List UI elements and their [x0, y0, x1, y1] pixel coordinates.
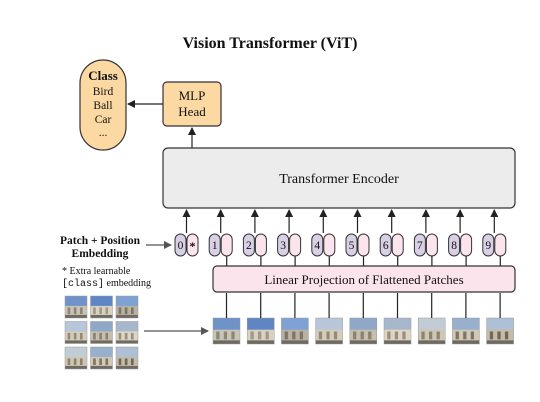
class-token	[186, 233, 199, 257]
position-number-9: 9	[485, 240, 491, 252]
class-output-box: Class Bird Ball Car ...	[79, 59, 127, 151]
patch-embedding-2	[254, 233, 267, 257]
flattened-patch-1	[212, 317, 241, 345]
flattened-patch-4	[315, 317, 343, 345]
position-number-6: 6	[383, 240, 389, 252]
diagram-title: Vision Transformer (ViT)	[183, 35, 358, 52]
footnote-class-code: [class]	[62, 278, 104, 290]
position-number-8: 8	[451, 240, 457, 252]
token-pair-3: 3	[277, 209, 302, 266]
token-pair-9: 9	[482, 209, 507, 266]
position-embedding-5	[345, 233, 358, 257]
patch-embedding-4	[323, 233, 336, 257]
mlp-head-line2: Head	[178, 104, 206, 119]
footnote-line2: [class] embedding	[62, 278, 151, 290]
flattened-patch-9	[486, 317, 514, 345]
class-item-car: Car	[95, 114, 112, 126]
grid-patch-2	[90, 295, 113, 319]
token-pair-1: 1	[208, 209, 233, 266]
class-item-bird: Bird	[93, 86, 114, 98]
token-pair-7: 7	[413, 209, 438, 266]
embedding-caption-line1: Patch + Position	[60, 235, 141, 247]
encoder-label: Transformer Encoder	[279, 172, 399, 187]
flattened-patch-7	[417, 317, 446, 345]
embedding-caption-line2: Embedding	[72, 248, 129, 260]
grid-patch-1	[64, 295, 88, 319]
token-pair-8: 8	[448, 209, 473, 266]
position-number-1: 1	[212, 240, 218, 252]
position-embedding-9	[482, 233, 495, 257]
flattened-patch-5	[349, 317, 378, 345]
position-embedding-0	[174, 233, 187, 257]
grid-patch-8	[90, 346, 113, 370]
class-heading: Class	[88, 68, 118, 83]
flattened-patch-3	[281, 317, 309, 345]
position-embedding-6	[379, 233, 392, 257]
flattened-patch-6	[383, 317, 412, 345]
patch-embedding-6	[391, 233, 404, 257]
grid-patch-6	[115, 321, 139, 344]
flattened-patch-8	[452, 317, 480, 345]
position-number-0: 0	[178, 240, 184, 252]
token-pair-5: 5	[345, 209, 370, 266]
input-image-grid	[64, 295, 139, 370]
mlp-head-box: MLP Head	[162, 81, 222, 127]
grid-patch-7	[64, 346, 88, 370]
position-embedding-3	[277, 233, 290, 257]
patch-embedding-8	[460, 233, 473, 257]
position-embedding-2	[242, 233, 255, 257]
token-pair-2: 2	[242, 209, 267, 266]
grid-patch-4	[64, 321, 88, 344]
token-pair-0: 0*	[174, 209, 199, 257]
position-number-4: 4	[314, 240, 320, 252]
mlp-head-line1: MLP	[179, 88, 206, 103]
projection-label: Linear Projection of Flattened Patches	[264, 272, 463, 287]
class-item-ellipsis: ...	[99, 127, 108, 139]
linear-projection-box: Linear Projection of Flattened Patches	[212, 265, 516, 293]
class-token-marker: *	[190, 239, 196, 253]
footnote-line1: * Extra learnable	[62, 266, 131, 277]
token-pair-6: 6	[379, 209, 404, 266]
transformer-encoder-box: Transformer Encoder	[162, 147, 516, 209]
patch-embedding-9	[494, 233, 507, 257]
position-embedding-1	[208, 233, 221, 257]
position-embedding-8	[448, 233, 461, 257]
position-number-2: 2	[246, 240, 252, 252]
patch-embedding-5	[357, 233, 370, 257]
position-number-3: 3	[280, 240, 286, 252]
patch-embedding-7	[425, 233, 438, 257]
grid-patch-3	[115, 295, 139, 319]
class-item-ball: Ball	[93, 100, 112, 112]
flattened-patches	[212, 293, 514, 345]
position-embedding-7	[413, 233, 426, 257]
token-pair-4: 4	[311, 209, 336, 266]
patch-embedding-3	[289, 233, 302, 257]
position-number-7: 7	[417, 240, 423, 252]
flattened-patch-2	[246, 317, 275, 345]
grid-patch-9	[115, 346, 139, 370]
position-number-5: 5	[349, 240, 355, 252]
grid-patch-5	[90, 321, 113, 344]
position-embedding-4	[311, 233, 324, 257]
footnote-embedding-text: embedding	[104, 278, 151, 289]
patch-embedding-1	[220, 233, 233, 257]
